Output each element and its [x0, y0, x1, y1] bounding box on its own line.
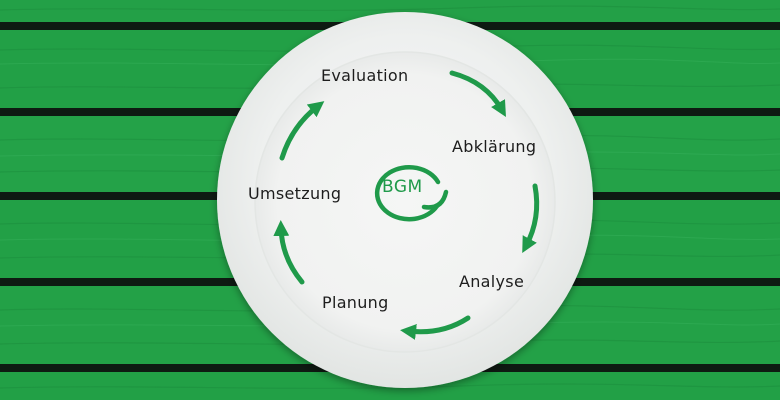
step-label-evaluation: Evaluation	[321, 66, 409, 85]
arrow-umsetzung-to-evaluation	[279, 101, 325, 161]
arrow-evaluation-to-abklaerung	[449, 70, 506, 117]
center-label-bgm: BGM	[382, 177, 423, 197]
arrow-analyse-to-planung	[400, 315, 471, 340]
step-label-planung: Planung	[322, 293, 389, 312]
arrow-planung-to-umsetzung	[273, 220, 305, 285]
step-label-analyse: Analyse	[459, 272, 525, 291]
step-label-abklaerung: Abklärung	[452, 137, 537, 156]
arrow-abklaerung-to-analyse	[522, 183, 540, 254]
bgm-logo-ring	[374, 164, 449, 222]
step-label-umsetzung: Umsetzung	[248, 184, 342, 203]
cycle-arrows	[273, 70, 540, 340]
